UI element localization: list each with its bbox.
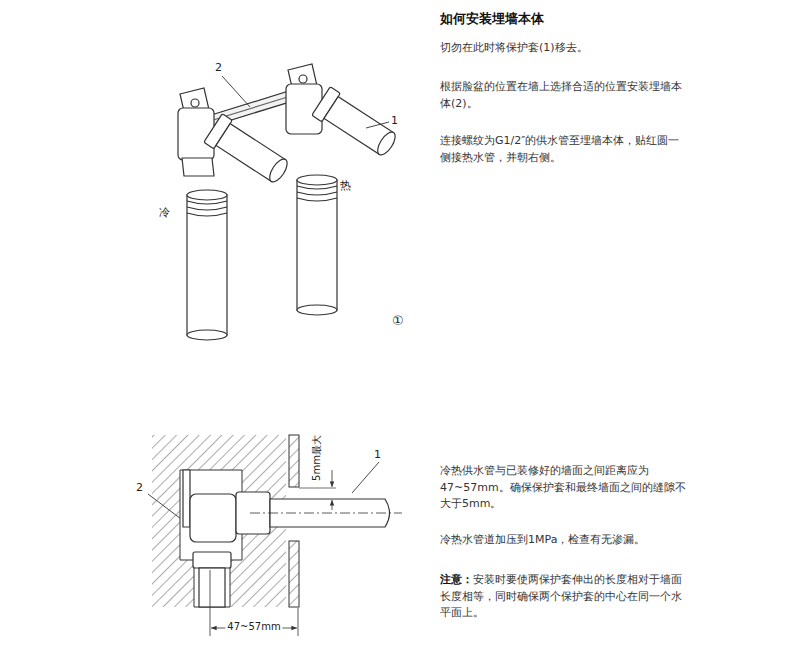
callout-number: 2 bbox=[136, 480, 143, 497]
figure-number: ① bbox=[392, 311, 404, 331]
callout-number: 1 bbox=[391, 113, 398, 130]
valve-body-perspective bbox=[178, 64, 401, 340]
note-heading: 注意： bbox=[440, 573, 473, 586]
callout-number: 2 bbox=[215, 60, 222, 77]
hot-label: 热 bbox=[340, 178, 351, 195]
instruction-text: 连接螺纹为G1/2″的供水管至埋墙本体，贴红圆一侧接热水管，并朝右侧。 bbox=[440, 133, 685, 166]
instruction-text: 切勿在此时将保护套(1)移去。 bbox=[440, 40, 685, 57]
dimension-label: 47~57mm bbox=[225, 621, 282, 632]
note-text: 安装时要使两保护套伸出的长度相对于墙面长度相等，同时确保两个保护套的中心在同一个… bbox=[440, 573, 682, 619]
callout-number: 1 bbox=[374, 447, 381, 464]
dimension-label: 5mm最大 bbox=[311, 435, 322, 481]
instruction-text: 冷热供水管与已装修好的墙面之间距离应为47~57mm。确保保护套和最终墙面之间的… bbox=[440, 463, 690, 513]
instruction-text: 冷热水管道加压到1MPa，检查有无渗漏。 bbox=[440, 532, 690, 549]
page-title: 如何安装埋墙本体 bbox=[440, 10, 544, 29]
note-paragraph: 注意：安装时要使两保护套伸出的长度相对于墙面长度相等，同时确保两个保护套的中心在… bbox=[440, 572, 690, 622]
wall-section bbox=[152, 435, 402, 636]
cold-label: 冷 bbox=[159, 205, 170, 222]
instruction-text: 根据脸盆的位置在墙上选择合适的位置安装埋墙本体(2)。 bbox=[440, 79, 685, 112]
